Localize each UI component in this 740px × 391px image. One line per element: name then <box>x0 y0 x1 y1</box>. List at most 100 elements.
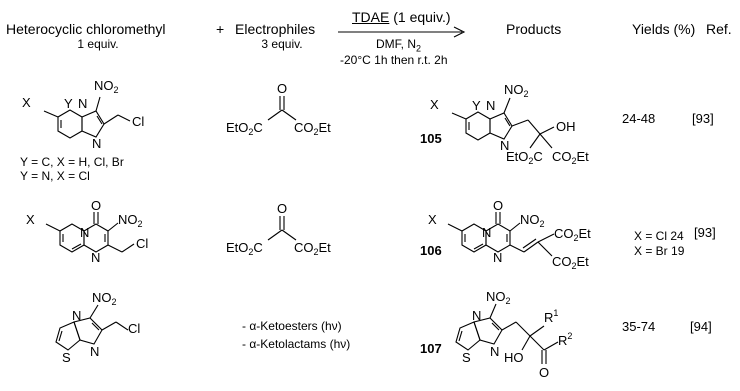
p3-atom-o: O <box>539 365 549 380</box>
p1-bond <box>539 133 553 149</box>
e2-atom-o: O <box>277 201 287 216</box>
p1-atom-oh: OH <box>556 119 576 134</box>
solvent-text: DMF, N <box>376 37 416 51</box>
p3-bond <box>529 325 545 337</box>
p2-bond <box>522 238 537 249</box>
header-plus: + <box>216 21 225 37</box>
row1-electrophile-structure <box>267 96 297 121</box>
r3-bond <box>101 321 117 331</box>
row3-reactant-structure <box>55 304 129 351</box>
row1-ref: [93] <box>692 111 714 126</box>
p2-atom-n: N <box>482 225 491 240</box>
r1-atom-n: N <box>78 96 87 111</box>
e2-bond <box>267 229 283 241</box>
p3-bond <box>489 303 497 319</box>
header-reactant: Heterocyclic chloromethyl <box>6 21 166 37</box>
header-reagent: TDAE (1 equiv.) <box>352 10 451 24</box>
r3-atom-n2: N <box>90 344 99 359</box>
row3-compound-number: 107 <box>420 341 442 356</box>
header-products: Products <box>506 21 562 37</box>
r1-bond <box>43 110 59 118</box>
r1-pyridine-ring <box>57 109 83 139</box>
reagent-name: TDAE <box>352 9 390 25</box>
reagent-equiv: (1 equiv.) <box>393 9 451 25</box>
r3-atom-cl: Cl <box>128 321 140 336</box>
p3-bond <box>515 321 531 337</box>
r1-atom-cl: Cl <box>132 114 144 129</box>
p1-bond <box>529 133 541 149</box>
r3-bond <box>91 322 100 331</box>
e1-bond <box>281 109 297 121</box>
p1-bond <box>503 97 511 114</box>
row1-note1: Y = C, X = H, Cl, Br <box>20 155 124 169</box>
r3-atom-no2: NO2 <box>92 290 117 307</box>
header-electrophile: Electrophiles <box>235 21 316 37</box>
row1-yield: 24-48 <box>622 111 656 126</box>
header-conditions: -20°C 1h then r.t. 2h <box>340 53 448 67</box>
e2-co2et: CO2Et <box>294 240 331 257</box>
r3-bond <box>115 321 129 331</box>
p3-atom-r1: R1 <box>544 308 558 325</box>
r2-bond <box>45 223 61 232</box>
p2-bond <box>447 223 463 232</box>
r3-thiazole-ring <box>55 321 81 351</box>
p1-bond <box>451 112 467 120</box>
r3-imidazole-ring <box>73 317 103 345</box>
p1-imidazole-ring <box>489 112 513 140</box>
row3-electrophile-1: - α-Ketoesters (hν) <box>242 319 342 333</box>
p1-bond <box>511 119 529 127</box>
r2-atom-x: X <box>26 212 35 227</box>
e1-eto2c: EtO2C <box>226 120 263 137</box>
r3-atom-n: N <box>72 308 81 323</box>
r1-bond <box>103 114 119 125</box>
r2-bond <box>71 243 82 250</box>
r2-atom-n: N <box>80 225 89 240</box>
p1-pyridine-ring <box>465 111 491 141</box>
r2-atom-cl: Cl <box>136 236 148 251</box>
e1-atom-o: O <box>277 81 287 96</box>
r2-atom-no2: NO2 <box>118 212 143 229</box>
r1-bond <box>95 96 101 112</box>
reaction-arrow-head <box>453 26 466 38</box>
e1-bond <box>267 109 283 121</box>
p1-atom-x: X <box>430 97 439 112</box>
r2-atom-o: O <box>91 198 101 213</box>
p3-atom-no2: NO2 <box>486 289 511 306</box>
row1-reactant-structure <box>43 96 131 139</box>
p3-bond <box>491 322 500 331</box>
r2-bond <box>121 243 135 253</box>
r3-atom-s: S <box>62 350 71 365</box>
p2-co2et-lower: CO2Et <box>552 254 589 271</box>
header-ref: Ref. <box>706 21 732 37</box>
row2-product-structure <box>447 212 555 257</box>
p2-atom-no2: NO2 <box>520 212 545 229</box>
p3-imidazole-ring <box>473 317 503 345</box>
r1-bond <box>117 114 131 122</box>
p1-atom-y: Y <box>472 98 481 113</box>
p3-atom-n2: N <box>490 344 499 359</box>
e2-bond <box>281 229 297 241</box>
e1-co2et: CO2Et <box>294 120 331 137</box>
p2-bond <box>537 233 555 243</box>
r3-bond <box>58 330 63 342</box>
p1-bond <box>539 126 555 135</box>
header-electrophile-equiv: 3 equiv. <box>261 37 303 51</box>
p1-atom-no2: NO2 <box>504 82 529 99</box>
p2-bond <box>509 244 525 253</box>
p3-atom-n: N <box>472 308 481 323</box>
header-yields: Yields (%) <box>632 21 696 37</box>
row1-product-structure <box>451 97 555 149</box>
r2-atom-n2: N <box>91 250 100 265</box>
row3-yield: 35-74 <box>622 319 656 334</box>
p3-bond <box>529 335 545 351</box>
row3-ref: [94] <box>690 319 712 334</box>
row1-note2: Y = N, X = Cl <box>20 169 90 183</box>
p3-bond <box>543 341 559 351</box>
p3-atom-s: S <box>462 350 471 365</box>
p3-bond <box>458 330 463 342</box>
row2-compound-number: 106 <box>420 243 442 258</box>
row3-electrophile-2: - α-Ketolactams (hν) <box>242 337 351 351</box>
r2-bond <box>107 244 123 253</box>
header-reactant-equiv: 1 equiv. <box>77 37 119 51</box>
p2-bond <box>509 222 521 232</box>
